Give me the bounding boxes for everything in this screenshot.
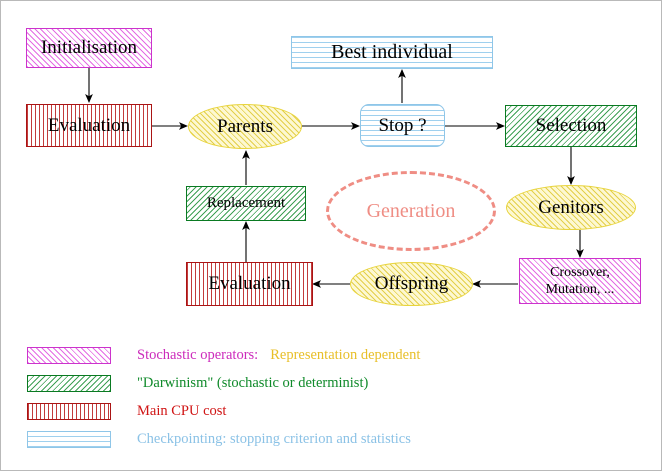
- legend-label-representation-dependent: Representation dependent: [270, 347, 421, 363]
- node-generation-group: Generation: [326, 171, 496, 251]
- legend-row-cpu-cost: Main CPU cost: [27, 403, 226, 420]
- legend-label-main-cpu-cost: Main CPU cost: [137, 403, 227, 419]
- node-crossover-mutation[interactable]: Crossover, Mutation, ...: [519, 258, 641, 304]
- legend: Stochastic operators: Representation dep…: [1, 341, 661, 466]
- legend-swatch-blue-lines: [27, 431, 111, 448]
- node-evaluation-top[interactable]: Evaluation: [26, 104, 152, 147]
- node-selection[interactable]: Selection: [505, 105, 637, 147]
- legend-row-darwinism: "Darwinism" (stochastic or determinist): [27, 375, 368, 392]
- legend-row-checkpointing: Checkpointing: stopping criterion and st…: [27, 431, 411, 448]
- legend-label-checkpointing: Checkpointing: stopping criterion and st…: [137, 431, 411, 447]
- node-initialisation[interactable]: Initialisation: [26, 28, 152, 68]
- node-evaluation-bottom[interactable]: Evaluation: [186, 262, 313, 306]
- node-offspring[interactable]: Offspring: [350, 262, 473, 306]
- legend-label-darwinism: "Darwinism" (stochastic or determinist): [137, 375, 369, 391]
- legend-label-stochastic-operators: Stochastic operators:: [137, 347, 259, 363]
- legend-swatch-red-stripes: [27, 403, 111, 420]
- legend-swatch-green-hatch: [27, 375, 111, 392]
- node-genitors[interactable]: Genitors: [506, 185, 636, 230]
- node-parents[interactable]: Parents: [188, 104, 302, 149]
- legend-swatch-magenta-hatch: [27, 347, 111, 364]
- node-best-individual[interactable]: Best individual: [291, 36, 493, 69]
- legend-row-stochastic: Stochastic operators: Representation dep…: [27, 347, 420, 364]
- node-stop[interactable]: Stop ?: [360, 104, 445, 147]
- node-replacement[interactable]: Replacement: [186, 186, 306, 221]
